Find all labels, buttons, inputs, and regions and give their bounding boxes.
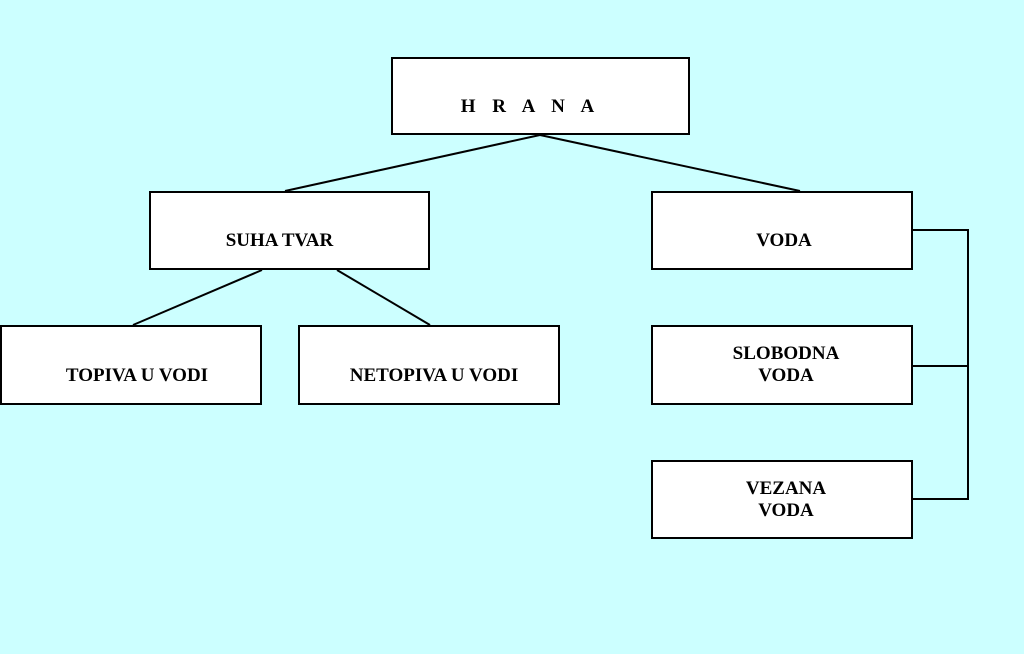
node-netopiva-u-vodi: NETOPIVA U VODI — [298, 325, 560, 405]
node-slobodna-voda: SLOBODNA VODA — [651, 325, 913, 405]
node-vezana-voda: VEZANA VODA — [651, 460, 913, 539]
edge-suha-tvar-netopiva — [336, 269, 431, 326]
node-voda-label: VODA — [756, 229, 812, 251]
edge-hrana-suha-tvar — [284, 134, 541, 192]
node-netopiva-u-vodi-label: NETOPIVA U VODI — [349, 365, 519, 386]
edge-hrana-voda — [539, 134, 801, 192]
node-voda: VODA — [651, 191, 913, 270]
edge-voda-bracket — [913, 229, 969, 500]
node-hrana: H R A N A — [391, 57, 690, 135]
node-slobodna-voda-label: SLOBODNA VODA — [732, 343, 840, 386]
node-hrana-label: H R A N A — [460, 96, 601, 117]
edge-suha-tvar-topiva — [132, 269, 263, 326]
node-vezana-voda-label: VEZANA VODA — [745, 477, 827, 521]
node-topiva-u-vodi: TOPIVA U VODI — [0, 325, 262, 405]
node-suha-tvar: SUHA TVAR — [149, 191, 430, 270]
node-suha-tvar-label: SUHA TVAR — [225, 229, 334, 251]
node-topiva-u-vodi-label: TOPIVA U VODI — [65, 365, 209, 386]
